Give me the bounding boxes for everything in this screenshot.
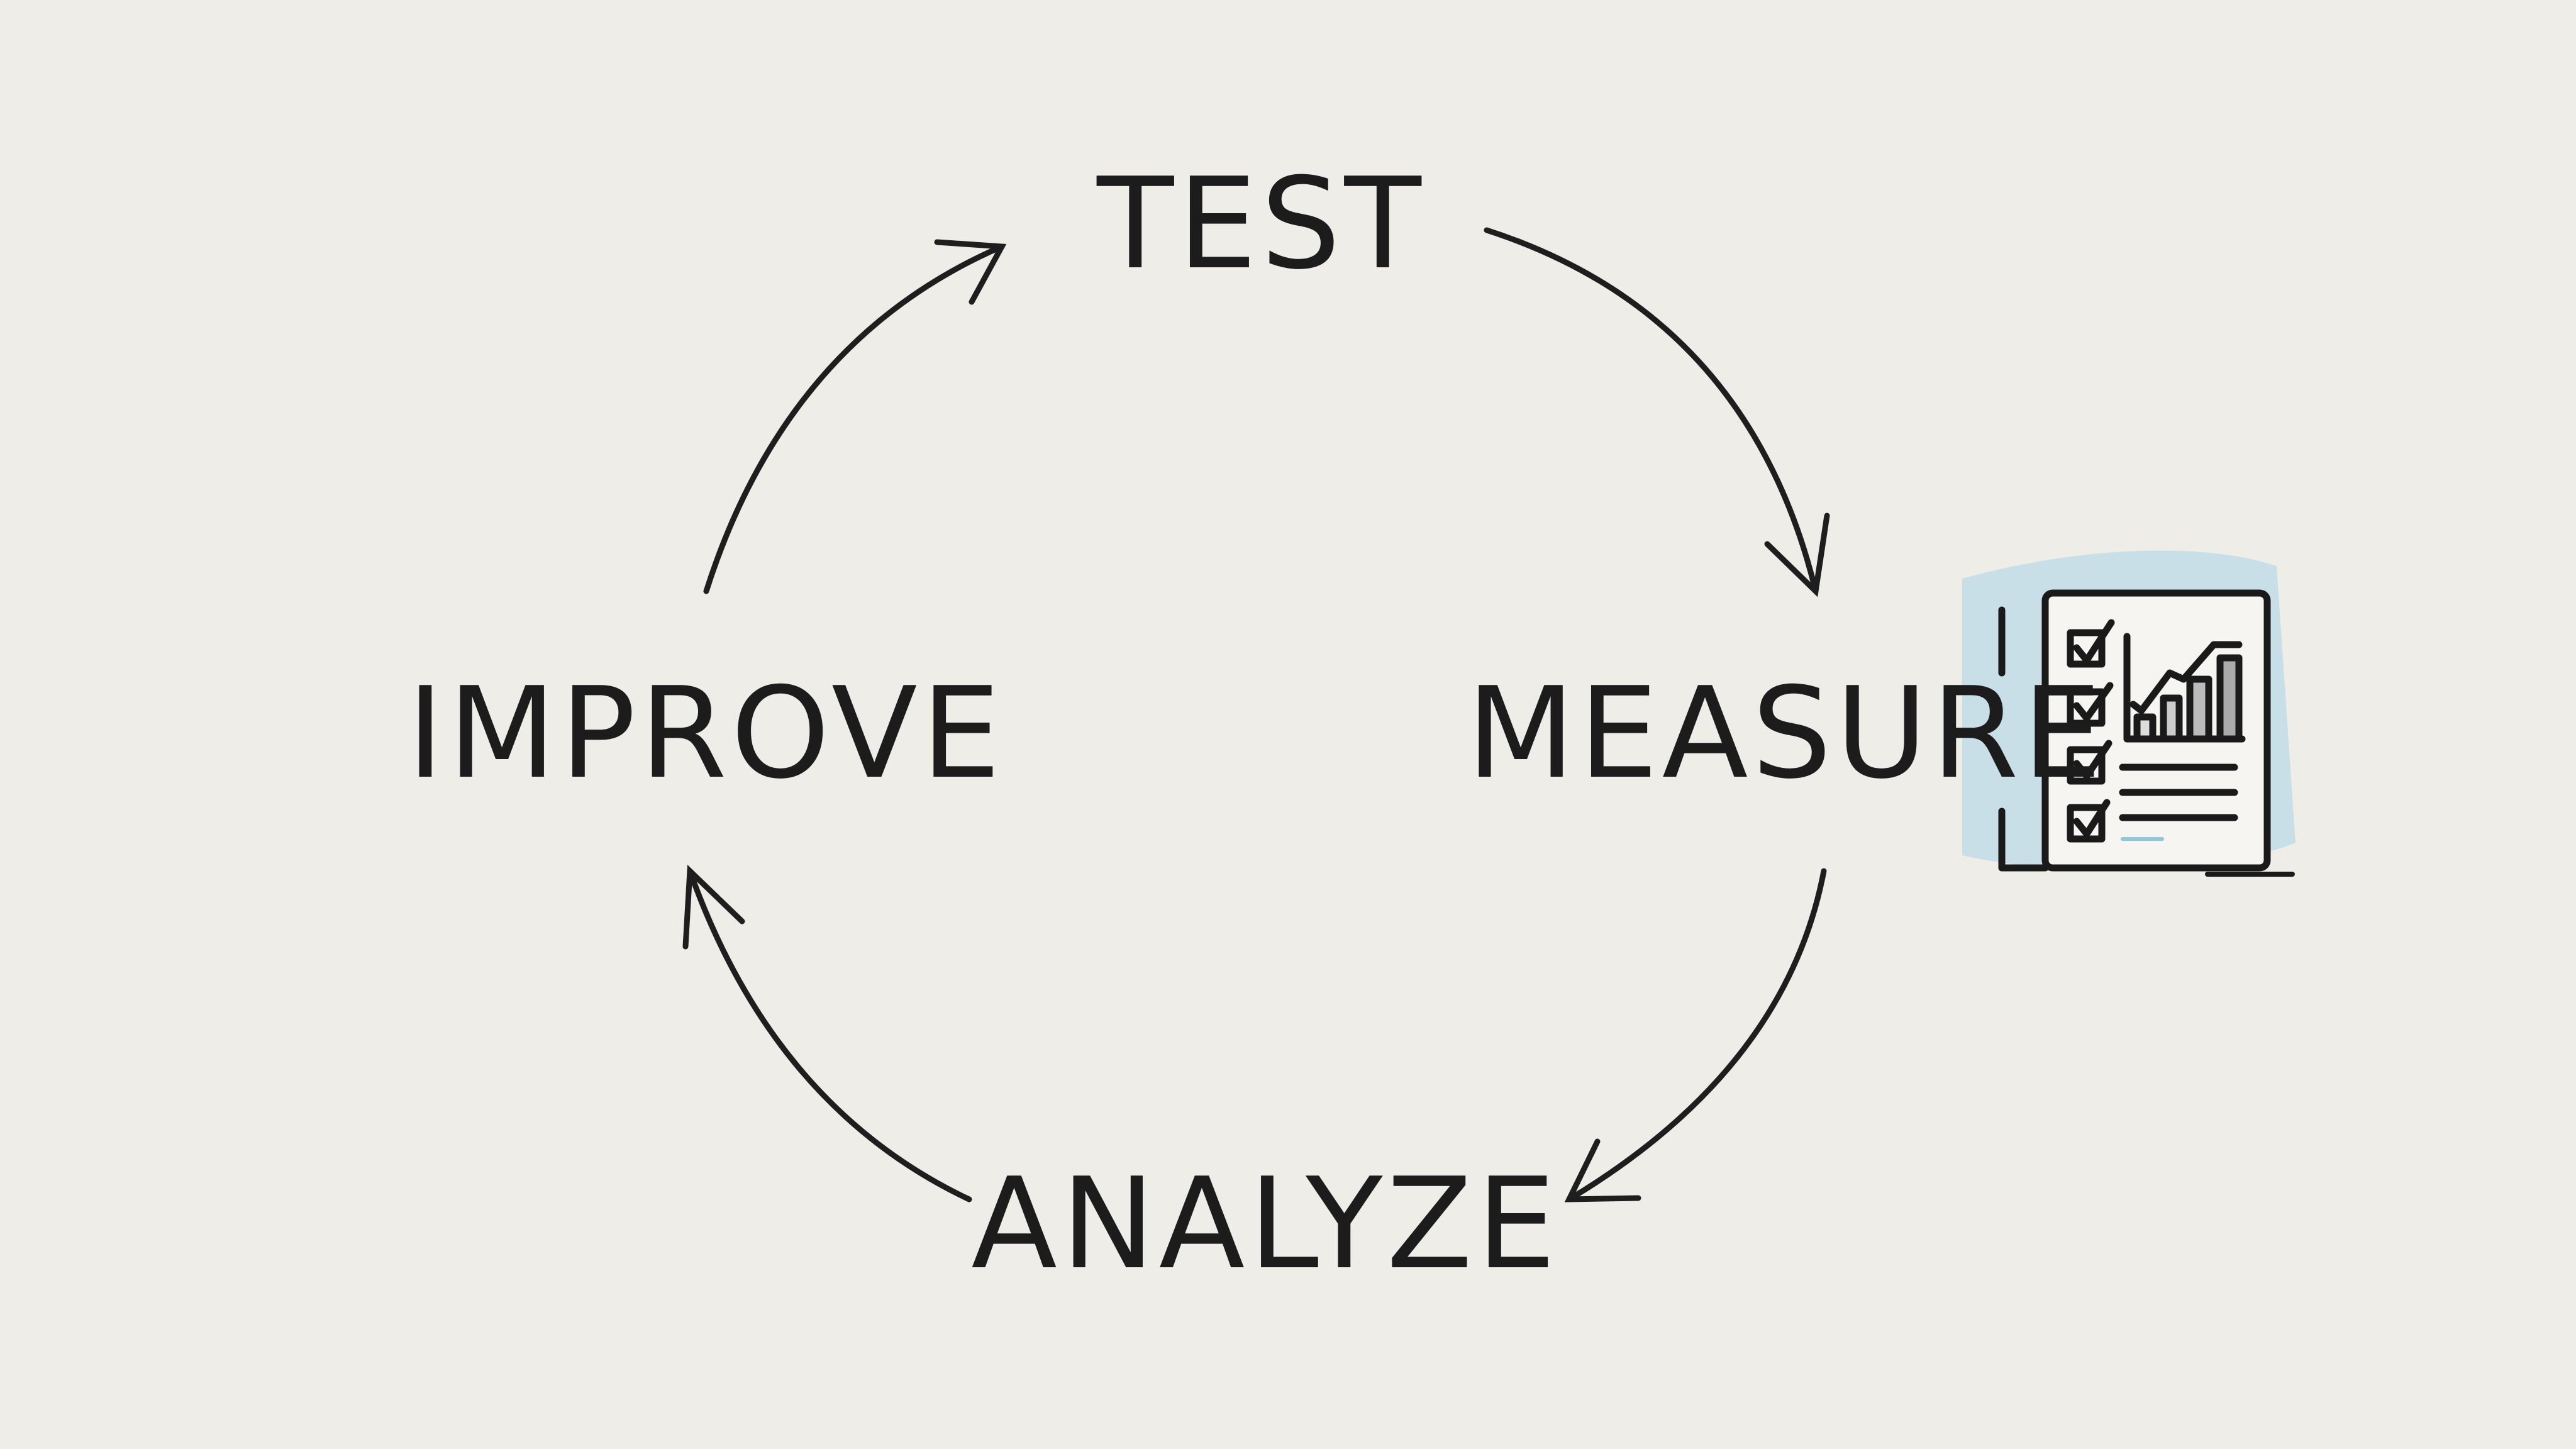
arrowhead-icon [1564,1138,1641,1202]
arrow-improve-to-test [703,243,1005,594]
arrowhead-icon [934,239,1007,305]
step-label-measure: MEASURE [1467,660,2106,807]
step-label-analyze: ANALYZE [971,1151,1560,1297]
arrow-measure-to-analyze [1566,868,1827,1202]
step-label-improve: IMPROVE [407,660,1004,807]
arrow-analyze-to-improve [687,868,972,1202]
arrowhead-icon [682,864,745,950]
arrow-test-to-measure [1484,227,1819,594]
arrowhead-icon [1764,513,1830,597]
step-label-test: TEST [1096,151,1425,297]
clipboard-report-icon [1962,550,2296,877]
